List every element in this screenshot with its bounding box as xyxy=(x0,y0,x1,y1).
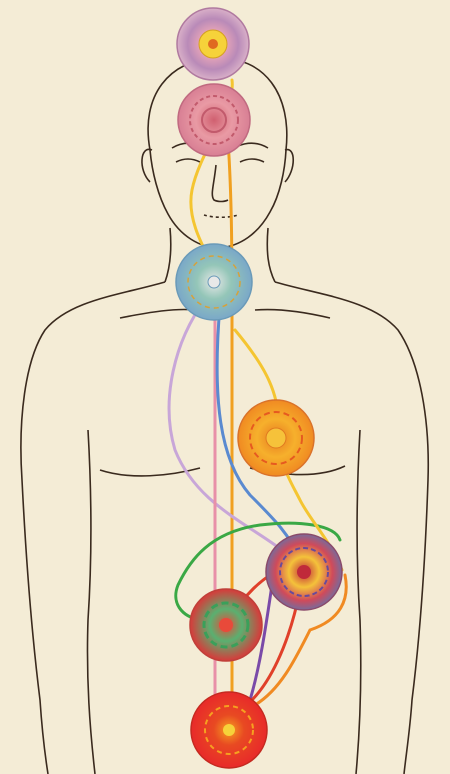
heart-center xyxy=(237,399,315,477)
eye-left xyxy=(175,158,201,163)
orange-loop-channel xyxy=(253,573,348,707)
left-shoulder-arm xyxy=(20,281,166,774)
right-shoulder-arm xyxy=(274,281,430,774)
right-ear xyxy=(284,148,295,183)
chest-line-left xyxy=(99,467,201,477)
brow-center xyxy=(177,83,251,157)
collarbone-left xyxy=(119,308,196,319)
throat-center xyxy=(175,243,253,321)
blue-channel xyxy=(215,303,302,562)
left-ear xyxy=(141,148,153,183)
energy-centers xyxy=(175,7,343,769)
solar-center xyxy=(265,533,343,611)
right-torso xyxy=(355,429,362,774)
sacral-center xyxy=(189,588,263,662)
eyebrow-right xyxy=(237,142,269,149)
mouth xyxy=(203,214,239,219)
eye-right xyxy=(239,158,265,163)
lavender-channel xyxy=(167,298,277,547)
neck-outline xyxy=(164,227,276,283)
collarbone-right xyxy=(254,308,331,319)
root-center xyxy=(190,691,268,769)
left-torso xyxy=(86,429,96,774)
body-outline xyxy=(20,57,430,774)
crown-center xyxy=(176,7,250,81)
nose xyxy=(211,164,229,203)
